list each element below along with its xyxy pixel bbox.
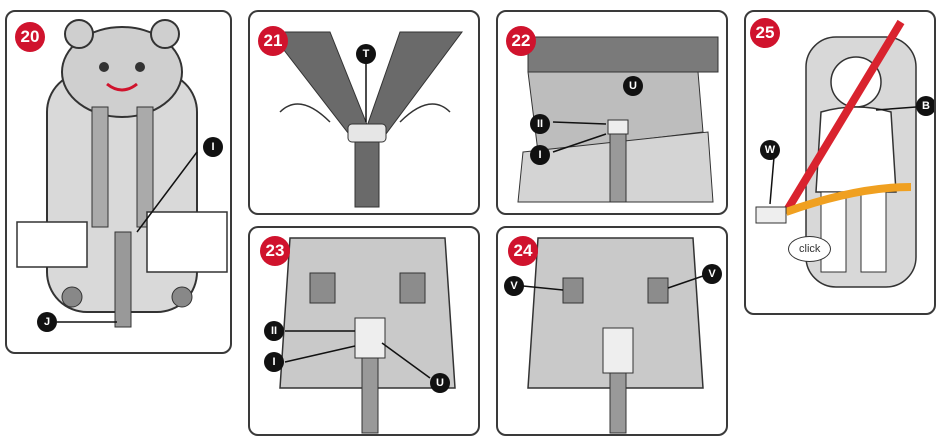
label-i: I: [203, 137, 223, 157]
label-u: U: [623, 76, 643, 96]
step-21-badge: 21: [258, 26, 288, 56]
label-u: U: [430, 373, 450, 393]
label-i: I: [530, 145, 550, 165]
label-j: J: [37, 312, 57, 332]
step-20-panel: 20 I J: [5, 10, 232, 354]
step-20-badge: 20: [15, 22, 45, 52]
label-v-left: V: [504, 276, 524, 296]
seat-back-release-illustration: [522, 237, 704, 434]
seat-back-illustration: [279, 237, 456, 434]
car-seat-front-illustration: [16, 19, 228, 328]
step-24-panel: 24 V V: [496, 226, 728, 436]
step-22-panel: 22 U II I: [496, 10, 728, 215]
label-t: T: [356, 44, 376, 64]
step-23-badge: 23: [260, 236, 290, 266]
label-i: I: [264, 352, 284, 372]
seat-adjuster-illustration: [517, 36, 719, 203]
child-seatbelt-illustration: [755, 19, 917, 288]
label-ii: II: [264, 321, 284, 341]
label-ii: II: [530, 114, 550, 134]
harness-buckle-illustration: [268, 31, 463, 208]
label-v-right: V: [702, 264, 722, 284]
label-b: B: [916, 96, 934, 116]
step-22-badge: 22: [506, 26, 536, 56]
label-w: W: [760, 140, 780, 160]
step-25-badge: 25: [750, 18, 780, 48]
step-24-badge: 24: [508, 236, 538, 266]
step-23-panel: 23 II I U: [248, 226, 480, 436]
step-25-panel: 25 B W click: [744, 10, 936, 315]
step-21-panel: 21 T: [248, 10, 480, 215]
click-callout: click: [788, 236, 832, 262]
